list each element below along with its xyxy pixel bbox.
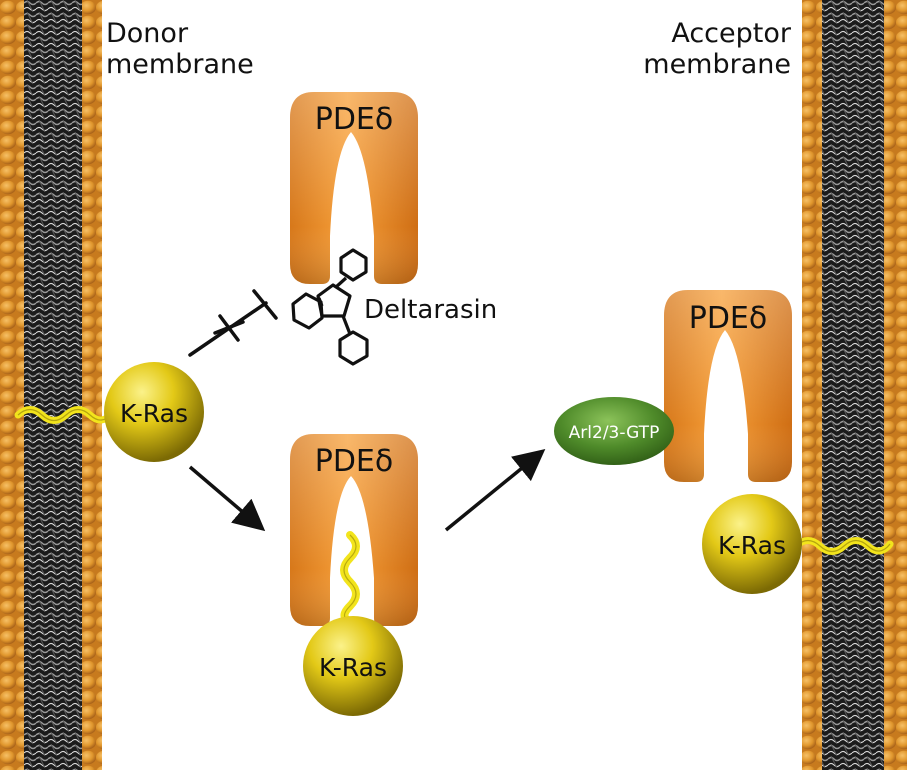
deltarasin-label: Deltarasin (364, 295, 497, 325)
kras-donor-label: K-Ras (120, 399, 188, 428)
donor-membrane-label-line1: Donor (106, 18, 189, 49)
pde-delta-right-label: PDEδ (689, 301, 768, 336)
arrow-pde-to-acceptor (444, 449, 546, 532)
pde-delta-right-shade (664, 290, 792, 482)
arl-gtp-label: Arl2/3-GTP (569, 423, 660, 443)
deltarasin-molecule (291, 248, 369, 366)
donor-lipid-tail-outline (17, 408, 113, 422)
inhibition-arrow (188, 289, 278, 357)
inhibition-bar (252, 289, 278, 320)
donor-membrane-label: Donor membrane (106, 18, 254, 80)
acceptor-lipid-tail-outline (795, 539, 891, 553)
kras-donor: K-Ras (104, 362, 204, 462)
deltarasin-ring-bottom (338, 330, 369, 366)
acceptor-membrane-core (822, 0, 884, 770)
deltarasin-bond-3 (317, 297, 324, 307)
deltarasin-bond-1 (334, 276, 348, 289)
donor-membrane-head-outer (0, 0, 24, 770)
arl-gtp: Arl2/3-GTP (554, 397, 674, 465)
acceptor-membrane-head-inner (802, 0, 822, 770)
donor-membrane-head-inner (82, 0, 102, 770)
deltarasin-bond-2 (341, 315, 352, 335)
deltarasin-ring-core (316, 283, 352, 318)
inhibition-cross-2 (213, 320, 245, 335)
pde-delta-middle-label: PDEδ (315, 444, 394, 479)
deltarasin-ring-left (291, 292, 324, 330)
donor-membrane-label-line2: membrane (106, 49, 254, 80)
deltarasin-ring-top (339, 248, 368, 282)
kras-donor-sphere (104, 362, 204, 462)
pde-delta-top-label: PDEδ (315, 102, 394, 137)
kras-acceptor-sphere (702, 494, 802, 594)
acceptor-membrane-label-line1: Acceptor (671, 18, 791, 49)
acceptor-membrane-label: Acceptor membrane (643, 18, 791, 80)
pde-delta-right: PDEδ (664, 290, 792, 482)
acceptor-membrane (802, 0, 907, 770)
arl-gtp-ellipse (554, 397, 674, 465)
kras-middle-label: K-Ras (319, 653, 387, 682)
acceptor-membrane-head-outer (884, 0, 907, 770)
donor-membrane-core (24, 0, 82, 770)
pde-delta-top: PDEδ (290, 92, 418, 284)
pde-delta-top-shade (290, 92, 418, 284)
pde-delta-middle-shade (290, 434, 418, 626)
arrow-kras-to-pde (188, 465, 266, 532)
pde-delta-middle: PDEδ (290, 434, 418, 626)
kras-acceptor: K-Ras (702, 494, 802, 594)
kras-middle-sphere (303, 616, 403, 716)
middle-lipid-tail-outline (343, 534, 357, 623)
kras-acceptor-label: K-Ras (718, 531, 786, 560)
kras-middle: K-Ras (303, 616, 403, 716)
middle-lipid-tail (340, 531, 360, 626)
donor-membrane (0, 0, 102, 770)
acceptor-membrane-label-line2: membrane (643, 49, 791, 80)
